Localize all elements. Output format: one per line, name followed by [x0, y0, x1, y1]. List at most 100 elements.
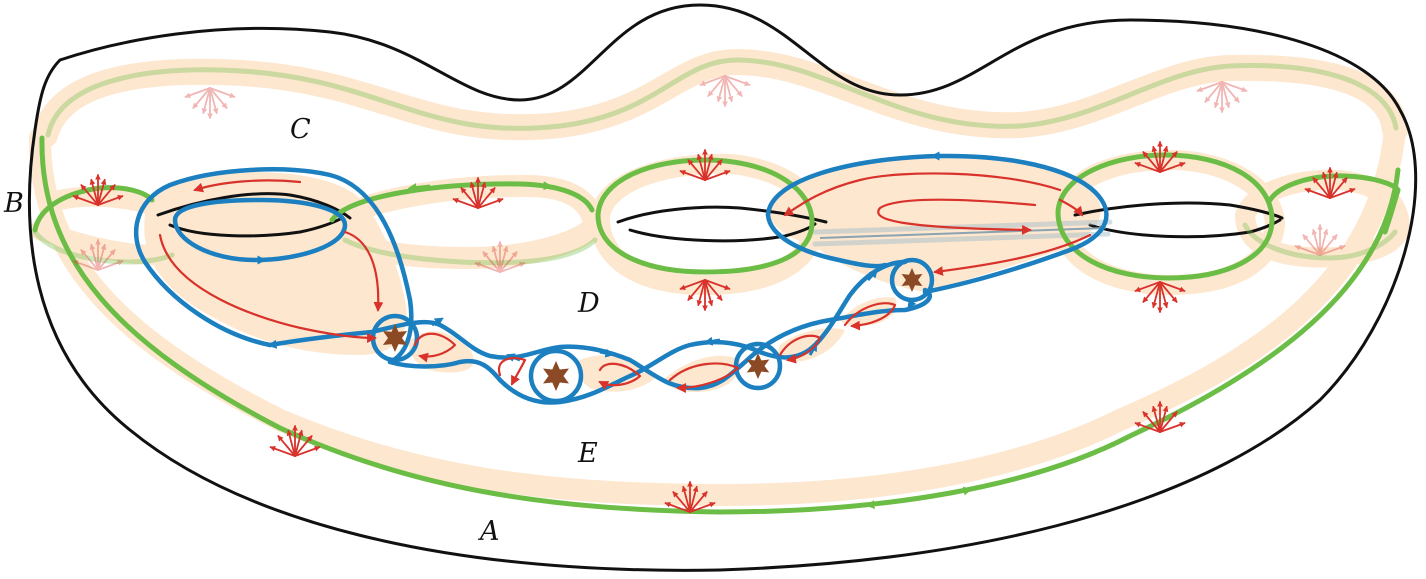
fan-arrow [704, 153, 714, 181]
fan-arrow [491, 245, 501, 273]
red-flows [158, 172, 1092, 393]
fan-arrow [1142, 411, 1161, 433]
fan-arrow [1321, 171, 1331, 199]
fan-arrow [1142, 151, 1161, 173]
red-flow-4 [783, 172, 1062, 217]
blue-ellipse-hole-1 [172, 197, 348, 263]
green-arrow-4 [949, 486, 973, 496]
fan-arrow [1159, 405, 1169, 433]
blue-arrow-8 [703, 336, 721, 346]
fan-arrow [689, 485, 699, 513]
label-b: B [3, 188, 24, 219]
fan-arrow [699, 75, 726, 87]
fan-arrow [687, 159, 706, 181]
curve-a [39, 135, 1401, 515]
blue-chain-lower [387, 259, 908, 405]
curve-right-edge [1382, 187, 1401, 235]
arrow-fan-icon [72, 238, 124, 271]
fan-arrow [294, 429, 304, 457]
fixed-points [382, 268, 923, 391]
arrow-fan-icon [184, 87, 236, 120]
fan-arrow [192, 87, 211, 109]
red-flow-1 [193, 179, 302, 193]
label-e: E [577, 438, 598, 469]
curve-right-upper [1267, 173, 1401, 203]
fan-arrow [1204, 81, 1223, 103]
fan-arrow [704, 279, 714, 307]
fan-arrow [1311, 228, 1321, 256]
fan-arrow [201, 87, 211, 115]
blue-arrow-2 [267, 339, 286, 349]
green-arrow-2 [529, 181, 553, 191]
fan-arrow [89, 178, 99, 206]
arrow-fans [72, 75, 1356, 513]
red-lobe-5 [778, 334, 822, 364]
fan-arrow [97, 243, 107, 271]
arrow-fan-icon [1134, 140, 1186, 173]
red-lobe-3 [598, 362, 642, 390]
six-pointed-star-icon [746, 353, 770, 379]
fan-arrow [477, 187, 496, 209]
fan-arrow [696, 279, 706, 307]
arrow-fan-icon [679, 148, 731, 181]
fan-arrow [687, 279, 706, 301]
fan-arrow [672, 491, 691, 513]
fan-arrow [1221, 81, 1231, 109]
fan-arrow [209, 87, 219, 115]
curve-hole-2 [595, 157, 815, 275]
fan-arrow [460, 187, 479, 209]
label-a: A [477, 516, 500, 547]
fan-arrow [482, 251, 501, 273]
fan-arrow [1134, 421, 1161, 433]
fan-arrow [689, 501, 716, 513]
curve-right-lower [1242, 222, 1398, 261]
fan-arrow [704, 169, 731, 181]
fan-arrow [1213, 81, 1223, 109]
surface-outline [27, 3, 1418, 572]
fan-arrow [1304, 187, 1331, 199]
six-pointed-star-icon [543, 361, 569, 391]
red-flow-7 [1058, 198, 1084, 217]
curve-b-upper [32, 185, 155, 233]
red-lobe-4 [668, 362, 740, 393]
blue-loop-left [133, 167, 414, 365]
fan-arrow [1329, 171, 1339, 199]
curve-c [45, 57, 1399, 138]
red-lobe-2 [497, 357, 527, 386]
fan-arrow [664, 501, 691, 513]
fan-arrow [704, 279, 723, 301]
fan-arrow [1159, 411, 1178, 433]
fan-arrow [209, 87, 228, 109]
curve-b-lower [32, 229, 175, 265]
red-flow-2 [158, 233, 377, 343]
fan-arrow [1319, 234, 1338, 256]
green-arrow-1 [407, 183, 431, 192]
arrow-fan-icon [1304, 166, 1356, 199]
fan-arrow [1196, 81, 1223, 93]
arrow-fan-icon [72, 173, 124, 206]
fan-arrow [1151, 281, 1161, 309]
fan-arrow [1159, 281, 1186, 293]
fan-arrow [1159, 145, 1169, 173]
arrow-fan-icon [1196, 81, 1248, 114]
fan-arrow [679, 169, 706, 181]
red-flow-3 [343, 230, 384, 312]
blue-arrow-10 [866, 268, 878, 281]
fan-arrow [184, 87, 211, 99]
fan-arrow [97, 249, 116, 271]
blue-loop-right-lower [765, 212, 888, 269]
fan-arrow [499, 261, 526, 273]
fan-arrow [1159, 281, 1169, 309]
blue-circle-2 [528, 348, 584, 404]
label-c: C [290, 114, 311, 145]
green-curves [32, 57, 1401, 515]
curve-middle-upper [329, 181, 595, 223]
fan-arrow [1151, 405, 1161, 433]
fan-arrow [724, 75, 751, 87]
curve-hole-3 [1055, 152, 1275, 281]
fan-arrow [89, 243, 99, 271]
fan-arrow [1159, 421, 1186, 433]
arrow-fan-icon [699, 75, 751, 108]
fan-arrow [97, 259, 124, 271]
